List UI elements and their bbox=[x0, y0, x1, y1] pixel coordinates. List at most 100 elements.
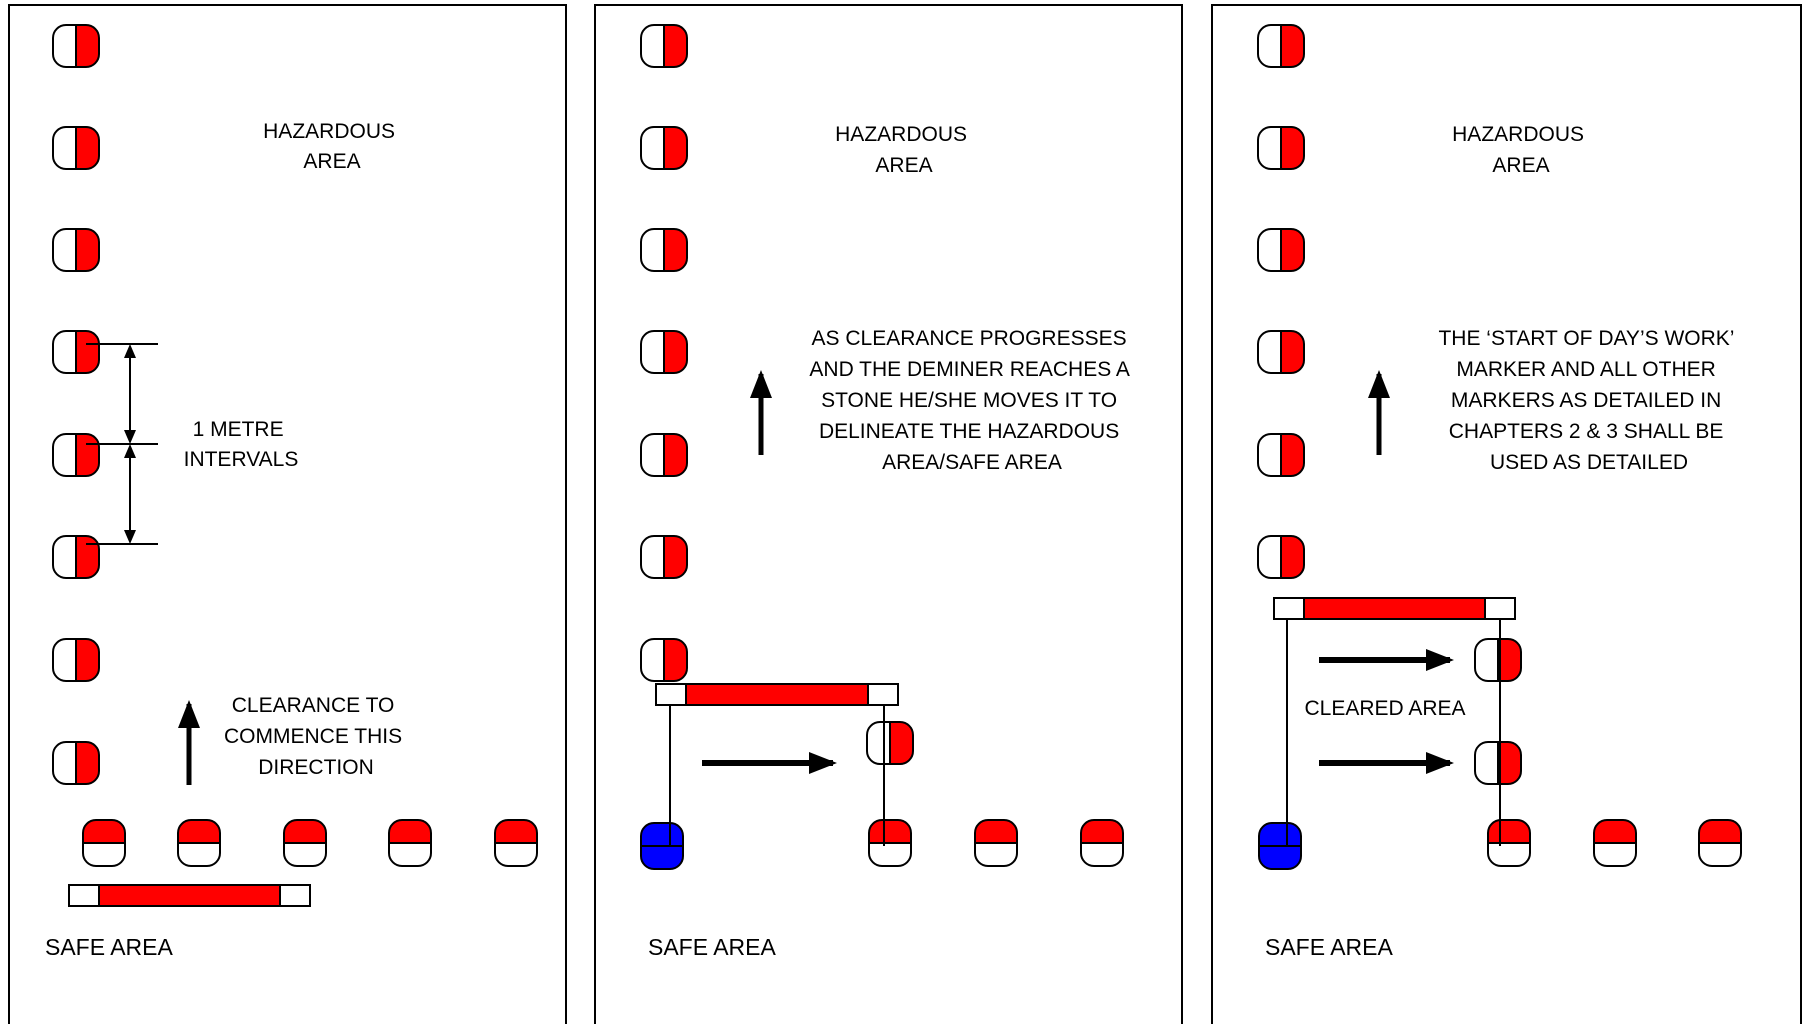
panel-1-baseline-stone bbox=[494, 819, 538, 867]
stone-red-half bbox=[284, 820, 326, 843]
bar-red-section bbox=[98, 884, 281, 907]
panel-2-note: AS CLEARANCE PROGRESSES AND THE DEMINER … bbox=[809, 327, 1134, 474]
panel-3-baseline-stone bbox=[1698, 819, 1742, 867]
stone-red-half bbox=[664, 639, 687, 681]
stone-red-half bbox=[1498, 639, 1521, 681]
panel-2-hazardous-label: HAZARDOUS AREA bbox=[835, 123, 973, 177]
stone-red-half bbox=[664, 331, 687, 373]
bar-red-section bbox=[1303, 597, 1486, 620]
panel-2-boundary-stone bbox=[640, 638, 688, 682]
stone-red-half bbox=[389, 820, 431, 843]
panel-1-boundary-stone bbox=[52, 126, 100, 170]
stone-red-half bbox=[890, 722, 913, 764]
panel-1-direction-label: CLEARANCE TO COMMENCE THIS DIRECTION bbox=[224, 694, 408, 779]
panel-1-direction-arrow-head bbox=[178, 700, 200, 728]
panel-1-boundary-stone bbox=[52, 638, 100, 682]
panel-3-moved-stone bbox=[1474, 638, 1522, 682]
panel-2-boundary-stone bbox=[640, 330, 688, 374]
panel-1-marking-tape bbox=[68, 884, 311, 907]
panel-2-boundary-stone bbox=[640, 24, 688, 68]
panel-1-boundary-stone bbox=[52, 741, 100, 785]
stone-red-half bbox=[869, 820, 911, 843]
stone-red-half bbox=[76, 127, 99, 169]
panel-3-boundary-stone bbox=[1257, 228, 1305, 272]
panel-2-baseline-stone bbox=[1080, 819, 1124, 867]
stone-red-half bbox=[664, 434, 687, 476]
panel-2-boundary-stone bbox=[640, 126, 688, 170]
panel-3-baseline-stone bbox=[1487, 819, 1531, 867]
panel-2-safe-area-label: SAFE AREA bbox=[648, 934, 776, 960]
panel-2-progress-arrow-head bbox=[809, 752, 837, 774]
panel-1-boundary-stone bbox=[52, 535, 100, 579]
panel-1-baseline-stone bbox=[82, 819, 126, 867]
panel-3-direction-arrow-head bbox=[1368, 370, 1390, 398]
panel-2-boundary-stone bbox=[640, 433, 688, 477]
panel-1-baseline-stone bbox=[283, 819, 327, 867]
panel-1-frame bbox=[8, 4, 567, 1024]
panel-2-boundary-stone bbox=[640, 535, 688, 579]
bar-red-section bbox=[685, 683, 869, 706]
panel-3-hazardous-label: HAZARDOUS AREA bbox=[1452, 123, 1590, 177]
stone-red-half bbox=[664, 127, 687, 169]
panel-3-boundary-stone bbox=[1257, 126, 1305, 170]
panel-3-safe-area-label: SAFE AREA bbox=[1265, 934, 1393, 960]
panel-1-safe-area-label: SAFE AREA bbox=[45, 934, 173, 960]
panel-3-boundary-stone bbox=[1257, 433, 1305, 477]
panel-1-interval-arrowhead bbox=[124, 530, 136, 544]
panel-2-direction-arrow-head bbox=[750, 370, 772, 398]
stone-red-half bbox=[76, 536, 99, 578]
panel-3-baseline-stone bbox=[1593, 819, 1637, 867]
panel-1-baseline-stone bbox=[177, 819, 221, 867]
stone-red-half bbox=[1281, 331, 1304, 373]
stone-red-half bbox=[1281, 434, 1304, 476]
panel-2-marking-tape bbox=[655, 683, 899, 706]
panel-1-baseline-stone bbox=[388, 819, 432, 867]
panel-3-frame bbox=[1211, 4, 1802, 1024]
stone-red-half bbox=[76, 434, 99, 476]
stone-red-half bbox=[1281, 25, 1304, 67]
panel-1-interval-label: 1 METRE INTERVALS bbox=[184, 418, 299, 471]
panel-3-boundary-stone bbox=[1257, 330, 1305, 374]
panel-1-hazardous-label: HAZARDOUS AREA bbox=[263, 120, 401, 173]
panel-3-marking-tape bbox=[1273, 597, 1516, 620]
panel-3-boundary-stone bbox=[1257, 24, 1305, 68]
panel-2-moved-stone bbox=[866, 721, 914, 765]
panel-1-boundary-stone bbox=[52, 24, 100, 68]
stone-red-half bbox=[1281, 229, 1304, 271]
panel-3-progress-arrow-head bbox=[1426, 649, 1454, 671]
stone-red-half bbox=[76, 25, 99, 67]
stone-red-half bbox=[1281, 127, 1304, 169]
stone-red-half bbox=[76, 639, 99, 681]
panel-2-baseline-stone bbox=[868, 819, 912, 867]
stone-red-half bbox=[664, 536, 687, 578]
stone-red-half bbox=[178, 820, 220, 843]
stone-red-half bbox=[1594, 820, 1636, 843]
panel-3-note: THE ‘START OF DAY’S WORK’ MARKER AND ALL… bbox=[1438, 327, 1739, 474]
panel-1-interval-arrowhead bbox=[124, 444, 136, 458]
marker-layer bbox=[52, 24, 1742, 907]
panel-3-moved-stone bbox=[1474, 741, 1522, 785]
panel-2-start-marker bbox=[640, 822, 684, 870]
panel-1-boundary-stone bbox=[52, 330, 100, 374]
stone-red-half bbox=[1281, 536, 1304, 578]
panel-2-frame bbox=[594, 4, 1183, 1024]
stone-red-half bbox=[76, 742, 99, 784]
stone-red-half bbox=[76, 331, 99, 373]
panel-3-boundary-stone bbox=[1257, 535, 1305, 579]
stone-red-half bbox=[1488, 820, 1530, 843]
stone-red-half bbox=[664, 25, 687, 67]
panel-2-baseline-stone bbox=[974, 819, 1018, 867]
stone-red-half bbox=[495, 820, 537, 843]
panel-2-boundary-stone bbox=[640, 228, 688, 272]
panel-1-boundary-stone bbox=[52, 433, 100, 477]
stone-red-half bbox=[975, 820, 1017, 843]
stone-red-half bbox=[76, 229, 99, 271]
panel-1-interval-arrowhead bbox=[124, 344, 136, 358]
panel-3-progress-arrow-head bbox=[1426, 752, 1454, 774]
stone-red-half bbox=[1498, 742, 1521, 784]
panel-1-boundary-stone bbox=[52, 228, 100, 272]
stone-red-half bbox=[664, 229, 687, 271]
stone-red-half bbox=[1081, 820, 1123, 843]
panel-3-start-marker bbox=[1258, 822, 1302, 870]
